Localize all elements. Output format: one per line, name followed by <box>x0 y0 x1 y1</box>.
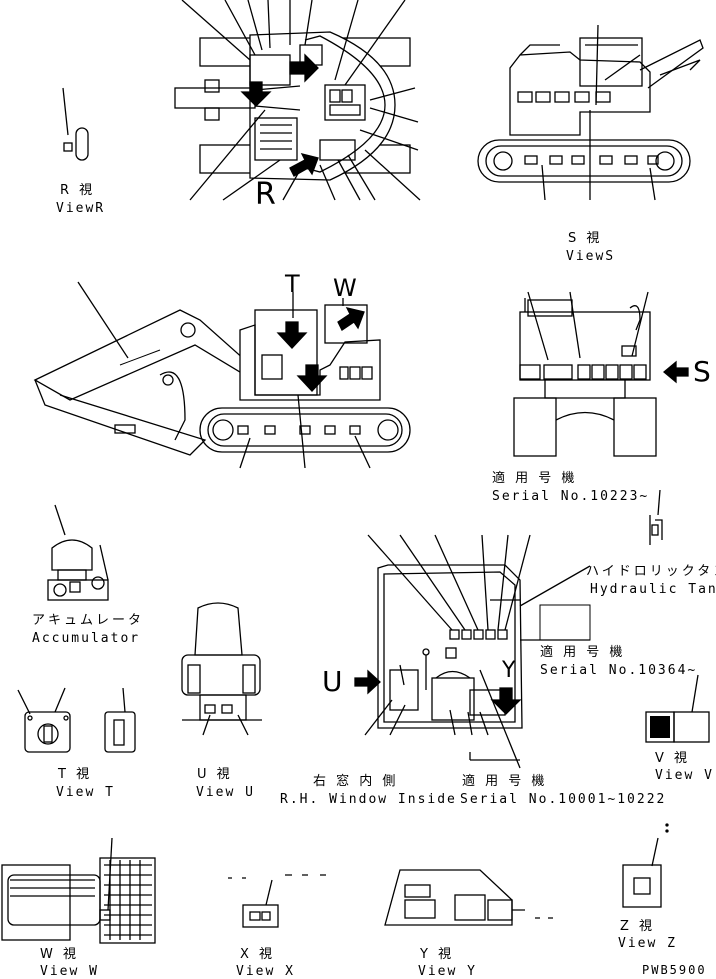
view-z-caption-ja: Z 視 <box>620 919 656 934</box>
accumulator-label-en: Accumulator <box>32 631 141 646</box>
view-s-caption-ja: S 視 <box>568 231 603 246</box>
view-x-caption-en: View X <box>236 964 295 979</box>
hydraulic-tank-detail <box>649 489 663 545</box>
cab-interior <box>354 534 591 769</box>
seat-view-u <box>181 602 262 736</box>
drawing-code: PWB5900 <box>642 963 707 977</box>
serial-1-label-ja: 適 用 号 機 <box>492 471 578 486</box>
hydraulic-tank-label-ja: ハイドロリックタンク <box>586 564 716 579</box>
side-view-machine <box>33 281 411 469</box>
view-x-detail <box>228 874 326 928</box>
serial-3-label-en: Serial No.10001~10222 <box>460 792 667 807</box>
view-z-caption-en: View Z <box>618 936 677 951</box>
view-marker-s: S <box>693 355 711 388</box>
accumulator-label-ja: アキュムレータ <box>32 613 145 628</box>
view-y-caption-en: View Y <box>418 964 477 979</box>
view-r-caption-en: ViewR <box>56 201 106 216</box>
view-r-caption-ja: R 視 <box>60 183 96 198</box>
view-z-detail <box>622 823 669 908</box>
serial-1-label-en: Serial No.10223~ <box>492 489 650 504</box>
view-v-caption-en: View V <box>655 768 714 783</box>
view-v-detail <box>645 674 710 743</box>
view-t-caption-en: View T <box>56 785 115 800</box>
view-w-caption-en: View W <box>40 964 99 979</box>
view-marker-r: R <box>255 177 276 212</box>
view-y-detail <box>384 869 553 926</box>
view-w-detail <box>1 837 156 944</box>
view-w-caption-ja: W 視 <box>40 947 79 962</box>
view-s-caption-en: ViewS <box>566 249 616 264</box>
view-marker-u: U <box>322 665 343 698</box>
view-u-caption-en: View U <box>196 785 255 800</box>
view-t-detail <box>17 687 136 753</box>
view-s-machine <box>477 24 704 201</box>
view-marker-t: T <box>285 270 300 298</box>
serial-2-label-ja: 適 用 号 機 <box>540 645 626 660</box>
view-marker-y: Y <box>502 658 516 683</box>
window-label-ja: 右 窓 内 側 <box>313 774 399 789</box>
accumulator-detail <box>47 504 109 601</box>
view-marker-w: W <box>333 274 357 302</box>
view-v-caption-ja: V 視 <box>655 751 691 766</box>
hydraulic-tank-label-en: Hydraulic Tank <box>590 582 716 597</box>
view-t-caption-ja: T 視 <box>58 767 93 782</box>
rear-view-machine <box>513 291 689 457</box>
window-label-en: R.H. Window Inside <box>280 792 457 807</box>
view-x-caption-ja: X 視 <box>240 947 276 962</box>
top-view-machine <box>174 0 421 201</box>
view-r-detail <box>62 87 89 161</box>
serial-2-label-en: Serial No.10364~ <box>540 663 698 678</box>
view-y-caption-ja: Y 視 <box>420 947 455 962</box>
view-u-caption-ja: U 視 <box>197 767 233 782</box>
serial-3-label-ja: 適 用 号 機 <box>462 774 548 789</box>
